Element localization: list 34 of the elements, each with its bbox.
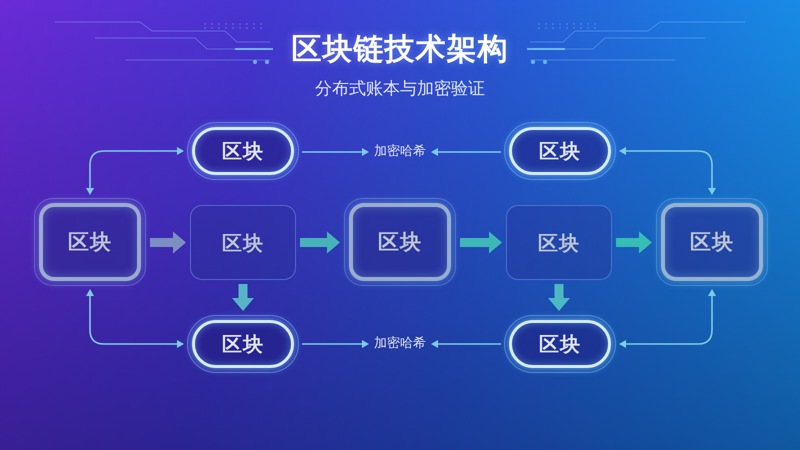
block-label: 区块 [539,138,581,164]
block-card [656,198,768,286]
block-card [506,205,612,280]
block-label: 区块 [222,138,264,164]
block-pill [187,122,299,180]
block-card [34,198,146,286]
block-label: 区块 [222,230,264,256]
block-label: 区块 [690,229,734,255]
connector-arrow [302,340,369,348]
block-label: 区块 [378,229,422,255]
block-label: 区块 [68,229,112,255]
connector-arrow [431,340,501,348]
connector-arrow [619,147,716,195]
block-card [190,205,296,280]
block-label: 区块 [222,331,264,357]
connector-arrow [86,147,184,195]
diagram-title: 区块链技术架构 [292,31,508,69]
connector-arrow [619,289,716,348]
block-pill [187,315,299,373]
flow-arrow [150,232,186,254]
block-label: 区块 [539,331,581,357]
flow-label: 加密哈希 [372,334,428,354]
flow-arrow [300,232,340,254]
block-card [344,198,456,286]
flow-label: 加密哈希 [372,142,428,162]
connector-arrow [431,148,501,156]
flow-arrow [616,232,652,254]
flow-arrow [460,232,502,254]
diagram-subtitle: 分布式账本与加密验证 [315,78,485,101]
block-label: 区块 [538,230,580,256]
connector-arrow [302,148,369,156]
flow-arrow [232,284,254,311]
connector-arrow [86,289,184,348]
flow-arrow [548,284,570,311]
